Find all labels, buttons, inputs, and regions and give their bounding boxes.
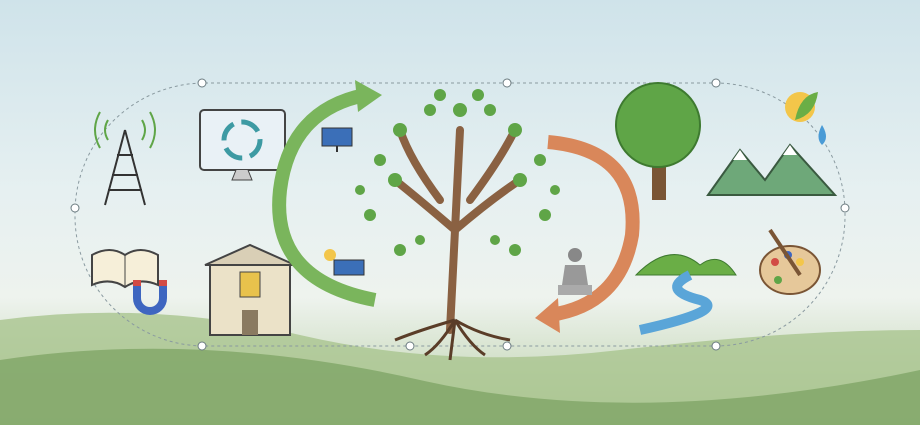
green-cycle-arrow-icon	[272, 88, 377, 307]
orange-arrow-head-icon	[535, 298, 560, 333]
dashed-outline	[70, 78, 850, 351]
sun-leaf-water-icon	[785, 92, 826, 145]
magnet-icon	[133, 280, 167, 315]
green-arrow-head-icon	[355, 80, 382, 112]
orange-cycle-arrow-icon	[547, 135, 640, 322]
solar-panel-icon	[321, 127, 353, 152]
green-hills-river-icon	[634, 254, 737, 335]
mountains-icon	[706, 143, 838, 196]
small-solar-panel-icon	[324, 249, 365, 276]
open-book-icon	[91, 249, 159, 289]
computer-monitor-icon	[199, 109, 286, 181]
university-building-icon	[204, 243, 296, 336]
paint-palette-icon	[759, 228, 821, 295]
oak-tree-icon	[615, 82, 701, 200]
tree-of-life-icon	[355, 89, 560, 361]
radio-tower-icon	[94, 111, 156, 206]
statue-icon	[558, 248, 592, 295]
